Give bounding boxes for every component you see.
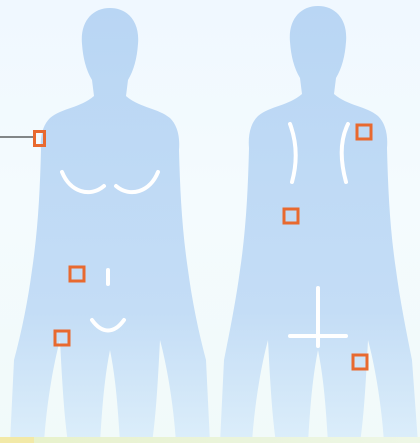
marker-front-upper-arm[interactable] <box>35 132 45 146</box>
bottom-edge-band <box>0 437 420 443</box>
front-body-silhouette <box>10 8 210 443</box>
front-figure <box>10 8 210 443</box>
back-figure <box>220 6 418 443</box>
back-body-silhouette <box>220 6 418 443</box>
corner-mark <box>0 437 34 443</box>
